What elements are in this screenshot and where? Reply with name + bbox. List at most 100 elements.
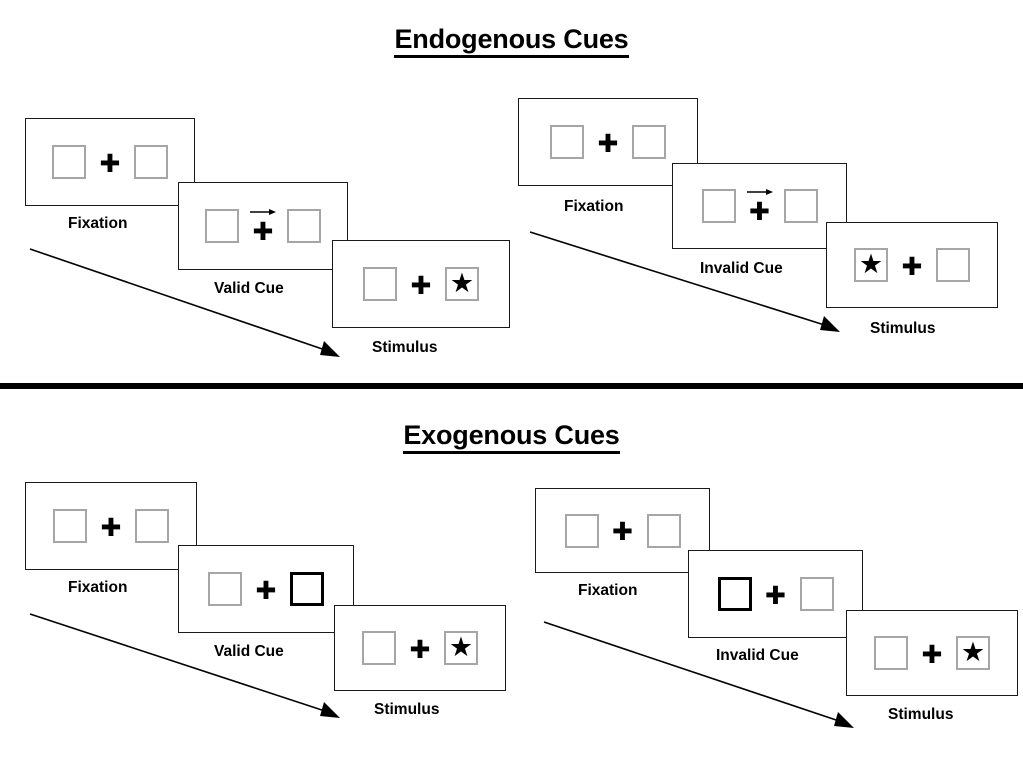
fixation-cross: ✚: [100, 509, 122, 543]
right-box: ★: [632, 125, 666, 159]
left-box: ★: [208, 572, 242, 606]
fixation-cross: ✚: [597, 125, 619, 159]
caption-stimulus: Stimulus: [374, 701, 440, 718]
right-box: ★: [444, 631, 478, 665]
right-box: ★: [134, 145, 168, 179]
frame-stimulus[interactable]: ★ ✚ ★: [332, 240, 510, 328]
caption-fixation: Fixation: [68, 215, 128, 232]
plus-icon: ✚: [749, 196, 770, 226]
fixation-cross-with-cue: ✚: [746, 189, 773, 226]
plus-icon: ✚: [99, 148, 121, 178]
arrow-right-icon: [250, 209, 276, 215]
sequence-endogenous-invalid: ★ ✚ ★ Fixation ★: [500, 0, 1023, 384]
left-box: ★: [550, 125, 584, 159]
frame-inner: ★ ✚ ★: [564, 513, 681, 548]
left-box: ★: [564, 513, 599, 548]
section-title-exogenous-text: Exogenous Cues: [403, 420, 620, 454]
right-box-cued: ★: [290, 572, 324, 606]
right-box: ★: [799, 577, 834, 611]
frame-stimulus[interactable]: ★ ✚ ★: [846, 610, 1018, 696]
fixation-cross-with-cue: ✚: [250, 209, 276, 246]
right-box: ★: [445, 267, 479, 301]
frame-inner: ★ ✚ ★: [854, 248, 970, 282]
frame-inner: ★ ✚ ★: [717, 577, 834, 611]
caption-fixation: Fixation: [68, 579, 128, 596]
frame-invalid-cue[interactable]: ★ ✚ ★: [672, 163, 847, 249]
caption-stimulus: Stimulus: [888, 706, 954, 723]
fixation-cross: ✚: [765, 577, 786, 611]
left-box: ★: [874, 636, 908, 670]
plus-icon: ✚: [921, 639, 943, 669]
sequence-endogenous-valid: ★ ✚ ★ Fixation ★: [0, 0, 520, 384]
left-box: ★: [205, 209, 239, 243]
plus-icon: ✚: [100, 512, 122, 542]
fixation-cross: ✚: [901, 248, 923, 282]
plus-icon: ✚: [597, 128, 619, 158]
frame-inner: ★ ✚ ★: [362, 631, 478, 665]
sequence-exogenous-valid: ★ ✚ ★ Fixation ★ ✚ ★: [0, 390, 520, 767]
frame-fixation[interactable]: ★ ✚ ★: [535, 488, 710, 573]
time-flow-arrow: [529, 231, 840, 332]
caption-invalid-cue: Invalid Cue: [700, 260, 783, 277]
section-title-endogenous: Endogenous Cues: [0, 24, 1023, 58]
right-box: ★: [936, 248, 970, 282]
left-box: ★: [362, 631, 396, 665]
frame-invalid-cue[interactable]: ★ ✚ ★: [688, 550, 863, 638]
right-box: ★: [135, 509, 169, 543]
right-box: ★: [956, 636, 990, 670]
plus-icon: ✚: [252, 216, 274, 246]
time-flow-arrow: [543, 621, 854, 728]
section-title-exogenous: Exogenous Cues: [0, 420, 1023, 454]
sequence-exogenous-invalid: ★ ✚ ★ Fixation ★ ✚ ★: [500, 390, 1023, 767]
star-icon: ★: [449, 267, 475, 298]
frame-valid-cue[interactable]: ★ ✚ ★: [178, 182, 348, 270]
frame-stimulus[interactable]: ★ ✚ ★: [334, 605, 506, 691]
right-box: ★: [646, 513, 681, 548]
caption-fixation: Fixation: [578, 582, 638, 599]
time-flow-arrow: [29, 613, 340, 718]
left-box: ★: [854, 248, 888, 282]
left-box-cued: ★: [717, 577, 752, 611]
fixation-cross: ✚: [612, 514, 633, 548]
frame-inner: ★ ✚ ★: [874, 636, 990, 670]
left-box: ★: [53, 509, 87, 543]
star-icon: ★: [960, 636, 986, 667]
left-box: ★: [52, 145, 86, 179]
right-box: ★: [783, 189, 818, 223]
plus-icon: ✚: [765, 580, 786, 610]
fixation-cross: ✚: [921, 636, 943, 670]
frame-valid-cue[interactable]: ★ ✚ ★: [178, 545, 354, 633]
frame-inner: ★ ✚ ★: [205, 209, 321, 246]
frame-fixation[interactable]: ★ ✚ ★: [25, 482, 197, 570]
fixation-cross: ✚: [410, 267, 432, 301]
plus-icon: ✚: [612, 517, 633, 546]
left-box: ★: [363, 267, 397, 301]
frame-inner: ★ ✚ ★: [52, 145, 168, 179]
frame-inner: ★ ✚ ★: [550, 125, 666, 159]
plus-icon: ✚: [410, 270, 432, 300]
frame-inner: ★ ✚ ★: [53, 509, 169, 543]
section-divider: [0, 383, 1023, 389]
frame-inner: ★ ✚ ★: [208, 572, 324, 606]
right-box: ★: [287, 209, 321, 243]
section-endogenous-cues: Endogenous Cues ★ ✚ ★ Fixation ★: [0, 0, 1023, 384]
frame-fixation[interactable]: ★ ✚ ★: [25, 118, 195, 206]
fixation-cross: ✚: [255, 572, 277, 606]
fixation-cross: ✚: [410, 631, 431, 665]
fixation-cross: ✚: [99, 145, 121, 179]
frame-fixation[interactable]: ★ ✚ ★: [518, 98, 698, 186]
section-exogenous-cues: Exogenous Cues ★ ✚ ★ Fixation ★: [0, 390, 1023, 767]
time-flow-arrow: [29, 248, 340, 357]
plus-icon: ✚: [255, 575, 277, 605]
plus-icon: ✚: [901, 251, 923, 281]
star-icon: ★: [448, 631, 474, 662]
frame-stimulus[interactable]: ★ ✚ ★: [826, 222, 998, 308]
arrow-right-icon: [746, 189, 773, 195]
caption-invalid-cue: Invalid Cue: [716, 647, 799, 664]
star-icon: ★: [858, 248, 884, 279]
frame-inner: ★ ✚ ★: [363, 267, 479, 301]
frame-inner: ★ ✚ ★: [701, 189, 818, 226]
section-title-endogenous-text: Endogenous Cues: [394, 24, 629, 58]
caption-stimulus: Stimulus: [870, 320, 936, 337]
caption-valid-cue: Valid Cue: [214, 643, 284, 660]
